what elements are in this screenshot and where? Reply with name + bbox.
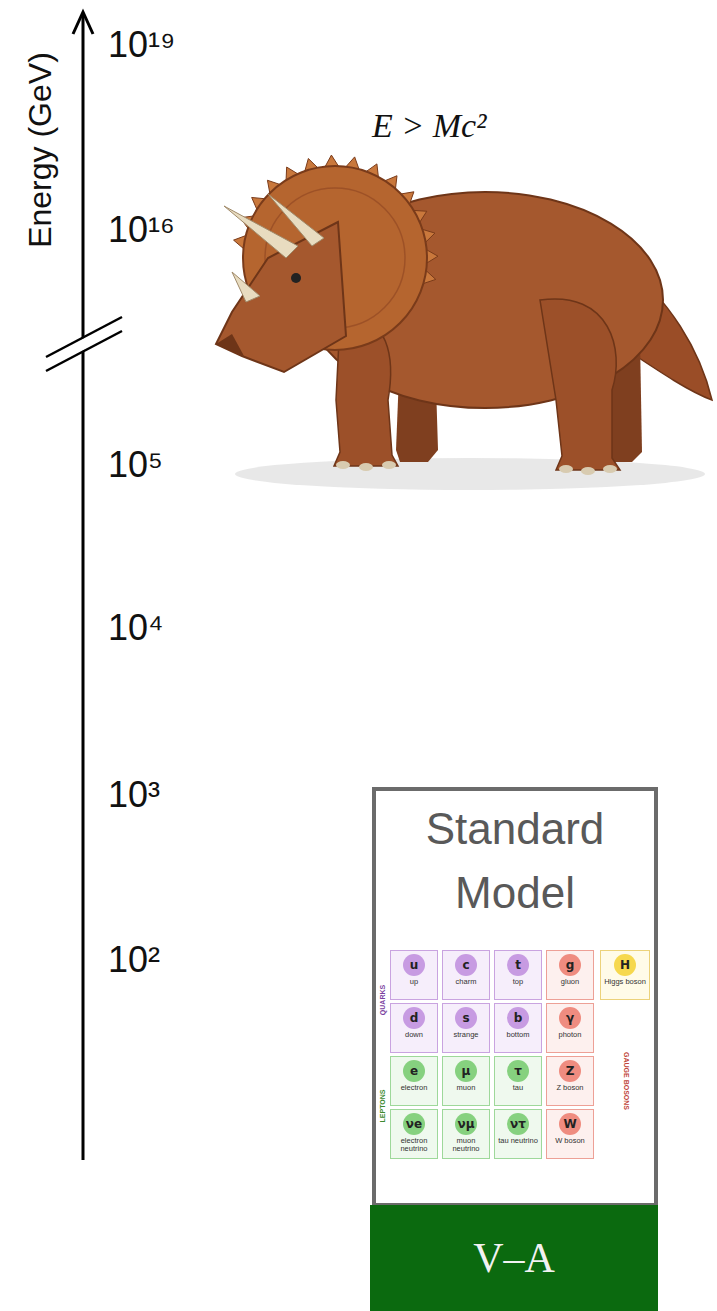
particle-symbol: g	[559, 954, 581, 976]
particle-name: electron neutrino	[392, 1137, 436, 1154]
theory-band: V–A	[370, 1205, 658, 1311]
tick-label: 10³	[108, 774, 160, 815]
particle-cell: γ photon	[546, 1003, 594, 1053]
model-box: u up c charm t top g gluon H Higgs boson d down s str…	[372, 787, 658, 1207]
particle-cell: t top	[494, 950, 542, 1000]
particle-name: photon	[548, 1031, 592, 1039]
tick-label: 10⁵	[108, 444, 163, 485]
particle-cell: νe electron neutrino	[390, 1109, 438, 1159]
toe	[382, 461, 396, 469]
particle-symbol: ντ	[507, 1113, 529, 1135]
shadow	[235, 458, 705, 490]
particle-name: muon	[444, 1084, 488, 1092]
equation: E > Mc²	[372, 106, 486, 145]
brow-horn	[268, 194, 324, 246]
particle-cell: Z Z boson	[546, 1056, 594, 1106]
axis-break-gap	[46, 318, 122, 370]
particle-symbol: H	[614, 954, 636, 976]
particle-name: W boson	[548, 1137, 592, 1145]
particle-cell: μ muon	[442, 1056, 490, 1106]
group-label: GAUGE BOSONS	[622, 1052, 630, 1110]
particle-symbol: e	[403, 1060, 425, 1082]
box-title: Standard Model	[376, 797, 654, 925]
toe	[559, 465, 573, 473]
particle-name: tau neutrino	[496, 1137, 540, 1145]
triceratops-illustration	[216, 155, 712, 490]
nose-horn	[232, 272, 260, 302]
particle-symbol: c	[455, 954, 477, 976]
particle-cell: e electron	[390, 1056, 438, 1106]
axis-arrowhead	[73, 12, 93, 34]
particle-cell: d down	[390, 1003, 438, 1053]
particle-symbol: γ	[559, 1007, 581, 1029]
particle-name: electron	[392, 1084, 436, 1092]
particle-symbol: t	[507, 954, 529, 976]
tick-label: 10¹⁹	[108, 24, 175, 65]
particle-name: down	[392, 1031, 436, 1039]
particle-cell: τ tau	[494, 1056, 542, 1106]
particle-name: top	[496, 978, 540, 986]
particle-symbol: W	[559, 1113, 581, 1135]
particle-symbol: νe	[403, 1113, 425, 1135]
particle-cell: H Higgs boson	[600, 950, 650, 1000]
particle-symbol: b	[507, 1007, 529, 1029]
particle-cell: νμ muon neutrino	[442, 1109, 490, 1159]
tick-label: 10¹⁶	[108, 209, 175, 250]
particle-symbol: μ	[455, 1060, 477, 1082]
particle-symbol: d	[403, 1007, 425, 1029]
particle-name: bottom	[496, 1031, 540, 1039]
particle-symbol: Z	[559, 1060, 581, 1082]
particle-cell: ντ tau neutrino	[494, 1109, 542, 1159]
particle-name: gluon	[548, 978, 592, 986]
particle-name: muon neutrino	[444, 1137, 488, 1154]
particle-cell: g gluon	[546, 950, 594, 1000]
toe	[603, 465, 617, 473]
axis-title: Energy (GeV)	[22, 52, 59, 248]
eye	[291, 273, 301, 283]
particle-cell: b bottom	[494, 1003, 542, 1053]
band-label: V–A	[473, 1234, 555, 1282]
particle-symbol: s	[455, 1007, 477, 1029]
particle-name: strange	[444, 1031, 488, 1039]
particle-symbol: νμ	[455, 1113, 477, 1135]
toes	[336, 461, 617, 475]
particle-name: charm	[444, 978, 488, 986]
toe	[359, 463, 373, 471]
group-label: LEPTONS	[379, 1090, 387, 1123]
particle-name: Higgs boson	[602, 978, 648, 986]
particle-cell: u up	[390, 950, 438, 1000]
toe	[581, 467, 595, 475]
tick-label: 10⁴	[108, 607, 164, 648]
group-label: QUARKS	[379, 985, 387, 1015]
axis-line	[82, 14, 85, 1160]
particle-name: Z boson	[548, 1084, 592, 1092]
beak	[216, 334, 244, 356]
rear-leg	[540, 299, 620, 470]
particle-cell: c charm	[442, 950, 490, 1000]
tick-label: 10²	[108, 939, 160, 980]
axis-break-mark	[46, 331, 122, 371]
particle-cell: s strange	[442, 1003, 490, 1053]
particle-name: tau	[496, 1084, 540, 1092]
particle-symbol: τ	[507, 1060, 529, 1082]
particle-symbol: u	[403, 954, 425, 976]
toe	[336, 461, 350, 469]
particle-name: up	[392, 978, 436, 986]
particle-cell: W W boson	[546, 1109, 594, 1159]
